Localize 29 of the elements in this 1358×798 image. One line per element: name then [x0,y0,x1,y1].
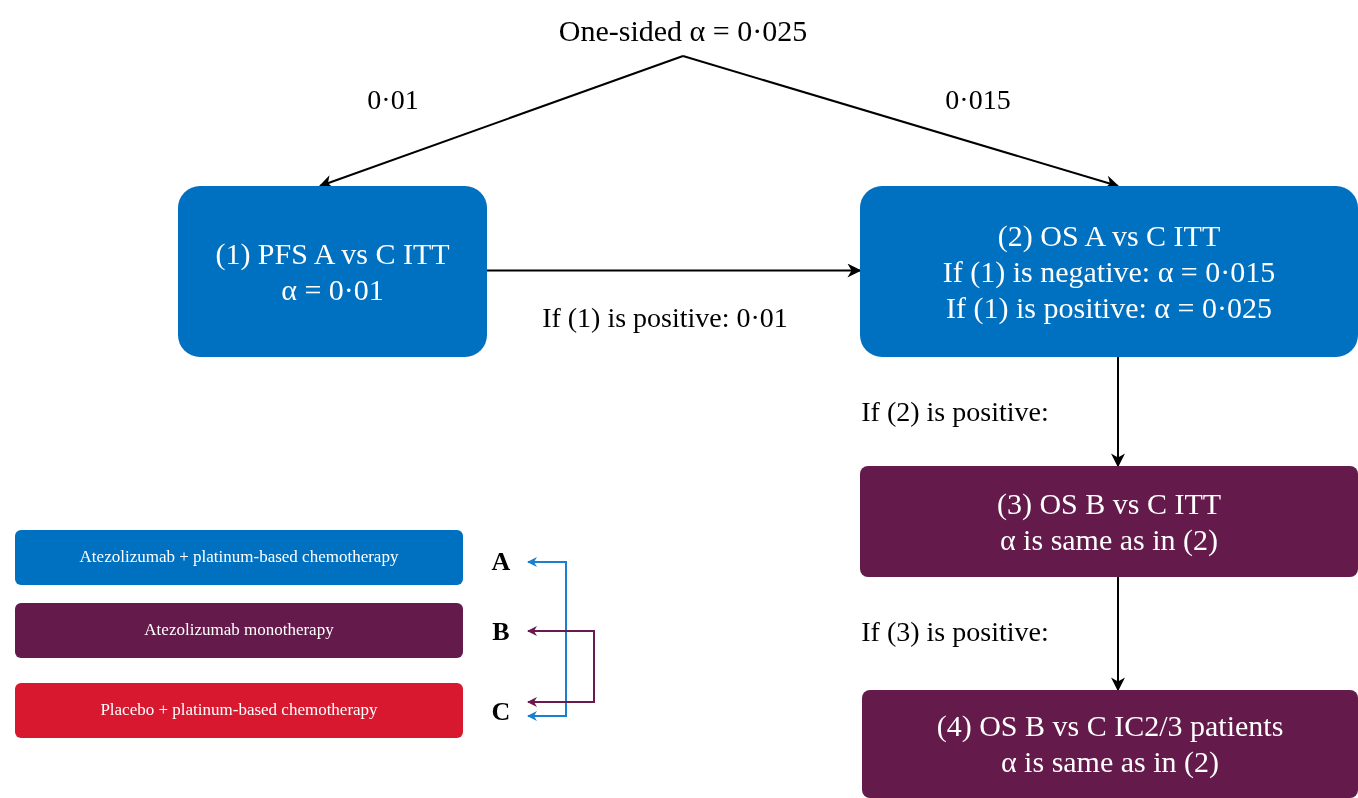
arrow [527,557,567,721]
box-text: α is same as in (2) [999,521,1219,558]
box-heading: One-sided α = 0·025 [558,13,808,49]
box-heading: (3) OS B vs C ITT [996,485,1222,522]
box-heading: (2) OS A vs C ITT [997,217,1221,254]
box-heading: Placebo + platinum-based chemotherapy [100,700,378,721]
process-box [15,530,463,585]
box-heading: C [491,696,511,728]
box-heading: Atezolizumab + platinum-based chemotherapy [79,547,399,568]
arrow [318,55,684,189]
process-box [15,603,463,658]
legend-box [15,683,463,738]
box-text: α is same as in (2) [1000,744,1220,780]
arrow [486,263,862,278]
box-heading: Atezolizumab monotherapy [144,620,334,641]
box-heading: A [491,546,511,578]
arrow [527,626,595,707]
box-text: If (1) is negative: α = 0·015 [942,253,1276,290]
process-box [860,466,1358,577]
box-text: If (1) is positive: α = 0·025 [946,289,1272,326]
arrow [1111,356,1125,468]
box-heading: B [492,616,510,648]
process-box [860,186,1358,357]
box-heading: (4) OS B vs C IC2/3 patients [936,708,1284,744]
box-text: α = 0·01 [281,271,384,308]
arrow [1111,576,1125,692]
box-heading: (1) PFS A vs C ITT [215,235,450,272]
process-box [862,690,1358,798]
process-box [178,186,487,357]
